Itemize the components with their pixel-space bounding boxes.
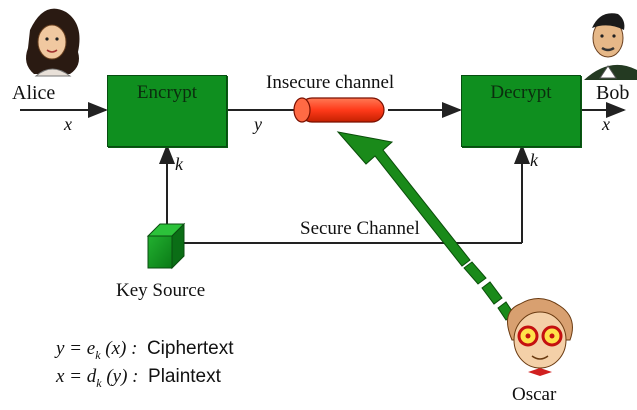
x-output-var: x	[602, 114, 610, 134]
oscar-avatar	[507, 298, 573, 376]
legend-plain-arg: (y) :	[101, 366, 144, 387]
decrypt-label: Decrypt	[490, 82, 552, 103]
legend-plaintext: x = dk (y) : Plaintext	[56, 366, 221, 391]
encrypt-label: Encrypt	[136, 82, 198, 103]
legend-ciphertext: y = ek (x) : Ciphertext	[56, 338, 234, 363]
alice-label: Alice	[12, 82, 56, 104]
y-cipher-var: y	[254, 114, 262, 134]
legend-plain-sub: k	[96, 375, 102, 390]
bob-label: Bob	[596, 82, 630, 104]
k-left-var: k	[175, 154, 183, 174]
insecure-channel-pipe	[293, 97, 385, 123]
legend-plain-lhs: x = d	[56, 366, 97, 387]
legend-cipher-desc: Ciphertext	[146, 338, 234, 359]
k-right-var: k	[530, 150, 538, 170]
legend-cipher-arg: (x) :	[100, 338, 143, 359]
bob-avatar	[584, 13, 637, 80]
insecure-channel-label: Insecure channel	[266, 72, 395, 93]
legend-plain-desc: Plaintext	[148, 366, 221, 387]
encrypt-box: Encrypt	[107, 75, 227, 147]
key-source-cube	[146, 222, 186, 270]
alice-avatar	[26, 8, 80, 77]
legend-cipher-lhs: y = e	[56, 338, 96, 359]
oscar-label: Oscar	[512, 384, 557, 405]
decrypt-box: Decrypt	[461, 75, 581, 147]
key-source-label: Key Source	[116, 280, 206, 301]
x-input-var: x	[64, 114, 72, 134]
secure-channel-label: Secure Channel	[300, 218, 420, 239]
legend-cipher-sub: k	[95, 347, 101, 362]
